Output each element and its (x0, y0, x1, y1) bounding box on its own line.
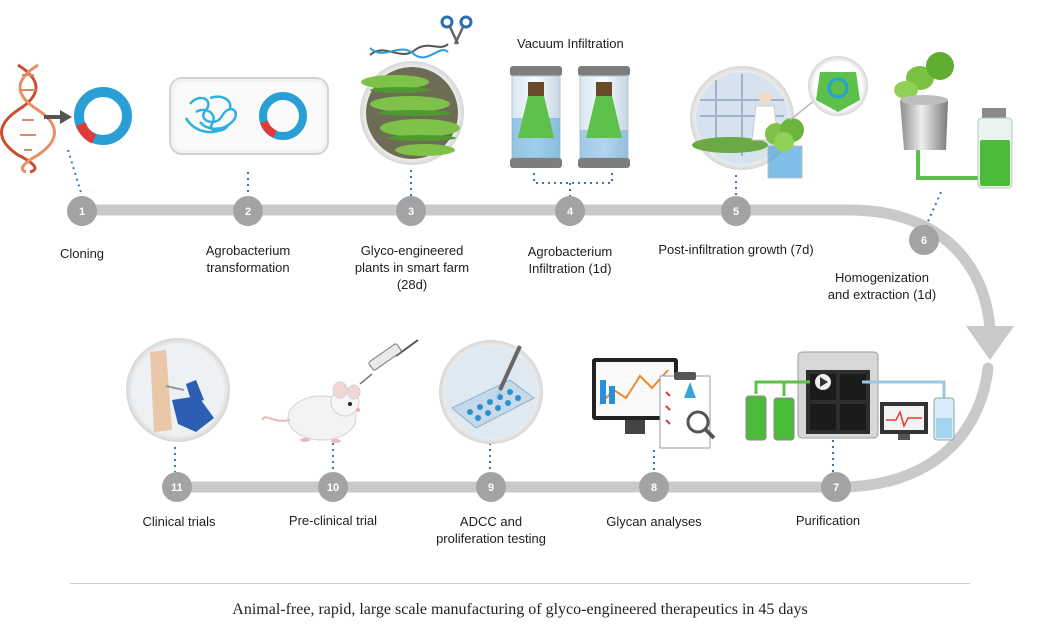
svg-text:8: 8 (651, 482, 657, 494)
greenhouse-photo (690, 66, 794, 170)
dna-scissors-icon (369, 15, 473, 59)
svg-text:11: 11 (171, 482, 183, 494)
step-label-6: Homogenization and extraction (1d) (827, 270, 937, 302)
step-node-8: 8 (639, 472, 669, 502)
step-node-10: 10 (318, 472, 348, 502)
clinical-trial-photo (126, 338, 230, 442)
mouse-icon (261, 381, 361, 443)
glycan-analysis-icon (592, 358, 716, 449)
step-label-7: Purification (795, 513, 861, 528)
step-label-2: Agrobacterium transformation (205, 243, 291, 275)
svg-text:9: 9 (488, 482, 494, 494)
plasmid-icon (259, 92, 307, 140)
step-label-4: Agrobacterium Infiltration (1d) (527, 244, 613, 276)
step-node-9: 9 (476, 472, 506, 502)
dotted-connectors (67, 149, 942, 472)
top-track-line (76, 204, 996, 336)
svg-text:1: 1 (79, 206, 85, 218)
monitor-icon (880, 402, 928, 440)
step-node-5: 5 (721, 196, 751, 226)
figure-caption: Animal-free, rapid, large scale manufact… (232, 601, 808, 618)
vacuum-chamber-2 (578, 66, 630, 168)
step-label-9: ADCC and proliferation testing (436, 514, 546, 546)
leaf-zoom-icon (789, 56, 868, 121)
caption-divider (70, 583, 970, 584)
step-label-3: Glyco-engineered plants in smart farm (2… (354, 243, 470, 292)
bottom-track-line (169, 362, 994, 493)
agrobacterium-panel (169, 77, 329, 155)
step-label-1: Cloning (59, 246, 105, 261)
svg-text:3: 3 (408, 206, 414, 218)
process-track (76, 204, 1014, 493)
step-label-11: Clinical trials (142, 514, 216, 529)
step-node-4: 4 (555, 196, 585, 226)
step-node-6: 6 (909, 225, 939, 255)
plasmid-icon (74, 87, 132, 145)
step-node-1: 1 (67, 196, 97, 226)
step-node-11: 11 (162, 472, 192, 502)
svg-text:10: 10 (327, 482, 339, 494)
purification-system-icon (745, 351, 946, 441)
step-node-3: 3 (396, 196, 426, 226)
svg-text:4: 4 (567, 206, 574, 218)
svg-text:7: 7 (833, 482, 839, 494)
arrow-right-icon (44, 110, 72, 124)
vial-icon (977, 108, 1013, 189)
dna-helix-icon (0, 63, 56, 174)
homogenizer-icon (894, 52, 980, 180)
vacuum-chamber-1 (510, 66, 562, 168)
microplate-photo (439, 340, 543, 444)
vacuum-infiltration-title: Vacuum Infiltration (517, 36, 624, 51)
track-arrowhead (966, 326, 1014, 360)
svg-text:5: 5 (733, 206, 739, 218)
step-label-10: Pre-clinical trial (288, 513, 378, 528)
syringe-icon (359, 339, 419, 385)
step-label-5: Post-infiltration growth (7d) (658, 242, 814, 257)
svg-text:6: 6 (921, 235, 927, 247)
step-node-7: 7 (821, 472, 851, 502)
svg-text:2: 2 (245, 206, 251, 218)
bacteria-cluster-icon (184, 95, 238, 134)
smart-farm-photo (360, 61, 464, 165)
lettuce-beaker-icon (765, 118, 804, 179)
vial-icon (933, 397, 955, 441)
step-label-8: Glycan analyses (606, 514, 702, 529)
step-node-2: 2 (233, 196, 263, 226)
